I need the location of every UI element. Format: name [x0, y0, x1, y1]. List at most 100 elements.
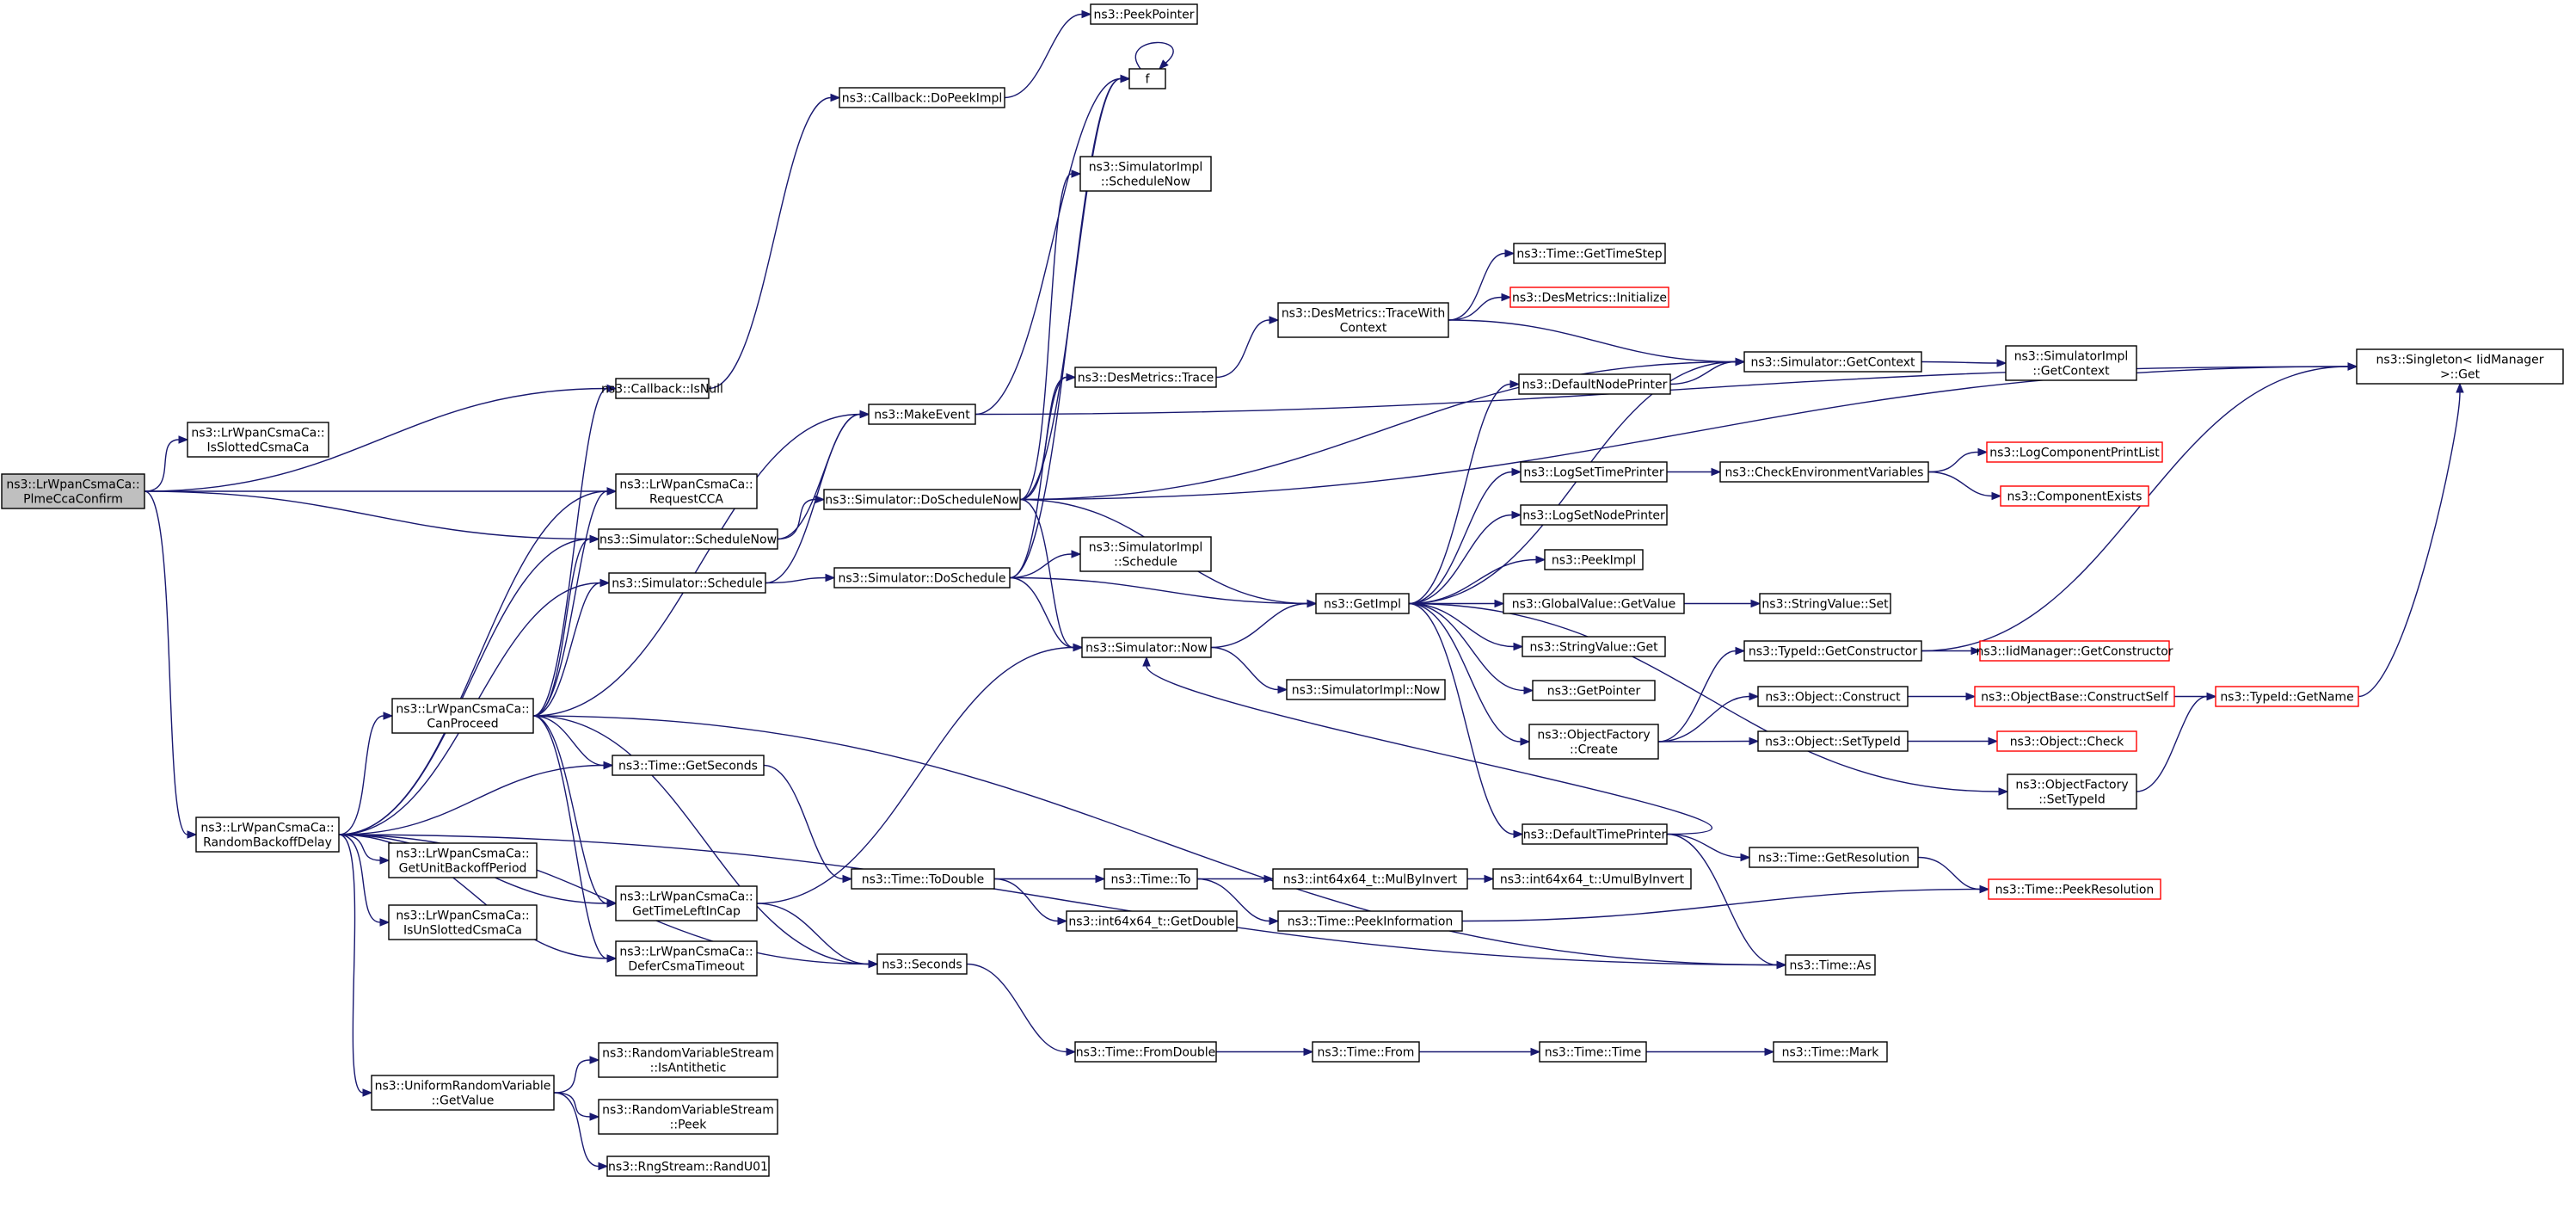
node-timeFrom[interactable]: ns3::Time::From	[1312, 1041, 1420, 1063]
edge-arrowhead	[1484, 874, 1495, 884]
node-getPointer[interactable]: ns3::GetPointer	[1532, 680, 1656, 701]
node-schedule[interactable]: ns3::Simulator::Schedule	[608, 572, 766, 594]
node-defaultNodePrinter[interactable]: ns3::DefaultNodePrinter	[1518, 373, 1671, 395]
node-box	[1996, 730, 2137, 752]
edge-line	[532, 538, 591, 717]
edge-seconds-fromDouble	[966, 963, 1077, 1057]
node-f[interactable]: f	[1128, 68, 1166, 89]
node-getResolution[interactable]: ns3::Time::GetResolution	[1749, 847, 1919, 868]
node-getTimeLeft[interactable]: ns3::LrWpanCsmaCa::GetTimeLeftInCap	[615, 885, 758, 921]
node-rvsPeek[interactable]: ns3::RandomVariableStream::Peek	[598, 1099, 778, 1135]
edge-traceWithContext-getContext	[1448, 319, 1746, 367]
node-singletonGet[interactable]: ns3::Singleton< IidManager >::Get	[2356, 348, 2564, 385]
node-uniformGetValue[interactable]: ns3::UniformRandomVariable::GetValue	[371, 1075, 555, 1111]
node-getTimeStep[interactable]: ns3::Time::GetTimeStep	[1513, 243, 1666, 264]
node-getUnitBackoff[interactable]: ns3::LrWpanCsmaCa::GetUnitBackoffPeriod	[388, 842, 538, 878]
node-peekPointer[interactable]: ns3::PeekPointer	[1090, 3, 1198, 25]
node-checkEnv[interactable]: ns3::CheckEnvironmentVariables	[1719, 461, 1929, 483]
edge-checkEnv-logComponentPrintList	[1927, 447, 1989, 473]
node-randomBackoff[interactable]: ns3::LrWpanCsmaCa::RandomBackoffDelay	[195, 817, 340, 853]
node-desTrace[interactable]: ns3::DesMetrics::Trace	[1074, 367, 1217, 388]
edge-line	[1657, 695, 1750, 743]
node-box	[2000, 485, 2149, 507]
node-objectConstruct[interactable]: ns3::Object::Construct	[1757, 686, 1909, 707]
node-defaultTimePrinter[interactable]: ns3::DefaultTimePrinter	[1522, 823, 1668, 845]
node-iidManagerGetConstructor[interactable]: ns3::IidManager::GetConstructor	[1976, 640, 2173, 662]
edge-randomBackoff-scheduleNow	[338, 534, 600, 835]
edge-getImpl-logSetNodePrinter	[1408, 510, 1522, 605]
node-fromDouble[interactable]: ns3::Time::FromDouble	[1074, 1041, 1217, 1063]
node-label: ns3::DesMetrics::Trace	[1078, 372, 1214, 385]
edge-arrowhead	[868, 959, 879, 969]
node-desInitialize[interactable]: ns3::DesMetrics::Initialize	[1509, 287, 1669, 308]
node-root[interactable]: ns3::LrWpanCsmaCa::PlmeCcaConfirm	[1, 473, 145, 509]
node-isUnSlotted[interactable]: ns3::LrWpanCsmaCa::IsUnSlottedCsmaCa	[388, 904, 538, 940]
node-isAntithetic[interactable]: ns3::RandomVariableStream::IsAntithetic	[598, 1042, 778, 1078]
node-timeAs[interactable]: ns3::Time::As	[1785, 954, 1876, 976]
node-objectFactoryCreate[interactable]: ns3::ObjectFactory::Create	[1528, 724, 1659, 760]
node-makeEvent[interactable]: ns3::MakeEvent	[868, 404, 976, 425]
node-getContext[interactable]: ns3::Simulator::GetContext	[1743, 351, 1922, 373]
node-isNull[interactable]: ns3::Callback::IsNull	[601, 378, 723, 399]
node-typeIdGetConstructor[interactable]: ns3::TypeId::GetConstructor	[1743, 640, 1922, 662]
node-timeTime[interactable]: ns3::Time::Time	[1539, 1041, 1647, 1063]
node-objectFactorySetTypeId[interactable]: ns3::ObjectFactory::SetTypeId	[2007, 773, 2137, 810]
node-deferCsma[interactable]: ns3::LrWpanCsmaCa::DeferCsmaTimeout	[615, 940, 758, 977]
node-constructSelf[interactable]: ns3::ObjectBase::ConstructSelf	[1974, 686, 2175, 707]
edge-randomBackoff-isUnSlotted	[338, 834, 390, 927]
node-box	[839, 87, 1005, 108]
node-randU01[interactable]: ns3::RngStream::RandU01	[606, 1155, 770, 1177]
node-peekResolution[interactable]: ns3::Time::PeekResolution	[1988, 878, 2161, 900]
node-label: ns3::RandomVariableStream	[602, 1047, 774, 1061]
node-globalGetValue[interactable]: ns3::GlobalValue::GetValue	[1503, 593, 1685, 614]
node-logSetNodePrinter[interactable]: ns3::LogSetNodePrinter	[1520, 504, 1668, 526]
node-doPeekImpl[interactable]: ns3::Callback::DoPeekImpl	[839, 87, 1005, 108]
node-simImplNow[interactable]: ns3::SimulatorImpl::Now	[1286, 679, 1446, 700]
node-componentExists[interactable]: ns3::ComponentExists	[2000, 485, 2149, 507]
node-box	[1528, 724, 1659, 760]
node-toDouble[interactable]: ns3::Time::ToDouble	[851, 868, 995, 890]
node-isSlotted[interactable]: ns3::LrWpanCsmaCa::IsSlottedCsmaCa	[187, 422, 329, 458]
node-logComponentPrintList[interactable]: ns3::LogComponentPrintList	[1986, 441, 2163, 463]
node-simNow[interactable]: ns3::Simulator::Now	[1081, 637, 1212, 658]
node-simImplGetContext[interactable]: ns3::SimulatorImpl::GetContext	[2005, 345, 2137, 381]
node-doScheduleNow[interactable]: ns3::Simulator::DoScheduleNow	[823, 489, 1021, 510]
node-label: RandomBackoffDelay	[203, 836, 332, 850]
edge-arrowhead	[842, 874, 853, 884]
node-umulByInvert[interactable]: ns3::int64x64_t::UmulByInvert	[1492, 868, 1692, 890]
node-box	[1315, 593, 1410, 614]
edge-arrowhead	[1749, 692, 1760, 701]
node-peekImpl[interactable]: ns3::PeekImpl	[1544, 549, 1644, 570]
node-mulByInvert[interactable]: ns3::int64x64_t::MulByInvert	[1272, 868, 1468, 890]
node-stringValueGet[interactable]: ns3::StringValue::Get	[1522, 636, 1666, 657]
node-timeMark[interactable]: ns3::Time::Mark	[1773, 1041, 1888, 1063]
node-label: IsUnSlottedCsmaCa	[403, 924, 522, 938]
node-int64GetDouble[interactable]: ns3::int64x64_t::GetDouble	[1066, 910, 1238, 932]
edge-getImpl-objectFactorySetTypeId	[1408, 602, 2009, 796]
node-requestCCA[interactable]: ns3::LrWpanCsmaCa::RequestCCA	[615, 473, 758, 509]
node-canProceed[interactable]: ns3::LrWpanCsmaCa::CanProceed	[391, 698, 534, 734]
node-doSchedule[interactable]: ns3::Simulator::DoSchedule	[833, 567, 1011, 589]
node-simImplScheduleNow[interactable]: ns3::SimulatorImpl::ScheduleNow	[1079, 156, 1212, 192]
node-seconds[interactable]: ns3::Seconds	[876, 953, 968, 975]
edge-line	[966, 963, 1067, 1053]
edge-arrowhead	[1535, 555, 1546, 564]
edge-line	[2136, 695, 2208, 792]
edge-arrowhead	[379, 856, 390, 865]
node-objectSetTypeId[interactable]: ns3::Object::SetTypeId	[1757, 730, 1909, 752]
edge-arrowhead	[1764, 1047, 1775, 1057]
node-scheduleNow[interactable]: ns3::Simulator::ScheduleNow	[598, 528, 778, 550]
edge-line	[1196, 878, 1270, 922]
node-simImplSchedule[interactable]: ns3::SimulatorImpl::Schedule	[1079, 536, 1212, 572]
node-label: ns3::int64x64_t::MulByInvert	[1283, 873, 1458, 887]
node-logSetTimePrinter[interactable]: ns3::LogSetTimePrinter	[1520, 461, 1668, 483]
node-getImpl[interactable]: ns3::GetImpl	[1315, 593, 1410, 614]
node-peekInformation[interactable]: ns3::Time::PeekInformation	[1277, 910, 1463, 932]
node-objectCheck[interactable]: ns3::Object::Check	[1996, 730, 2137, 752]
node-timeGetSeconds[interactable]: ns3::Time::GetSeconds	[612, 755, 765, 776]
node-stringValueSet[interactable]: ns3::StringValue::Set	[1759, 593, 1891, 614]
node-typeIdGetName[interactable]: ns3::TypeId::GetName	[2215, 686, 2359, 707]
edge-line	[144, 490, 591, 540]
node-timeTo[interactable]: ns3::Time::To	[1104, 868, 1198, 890]
